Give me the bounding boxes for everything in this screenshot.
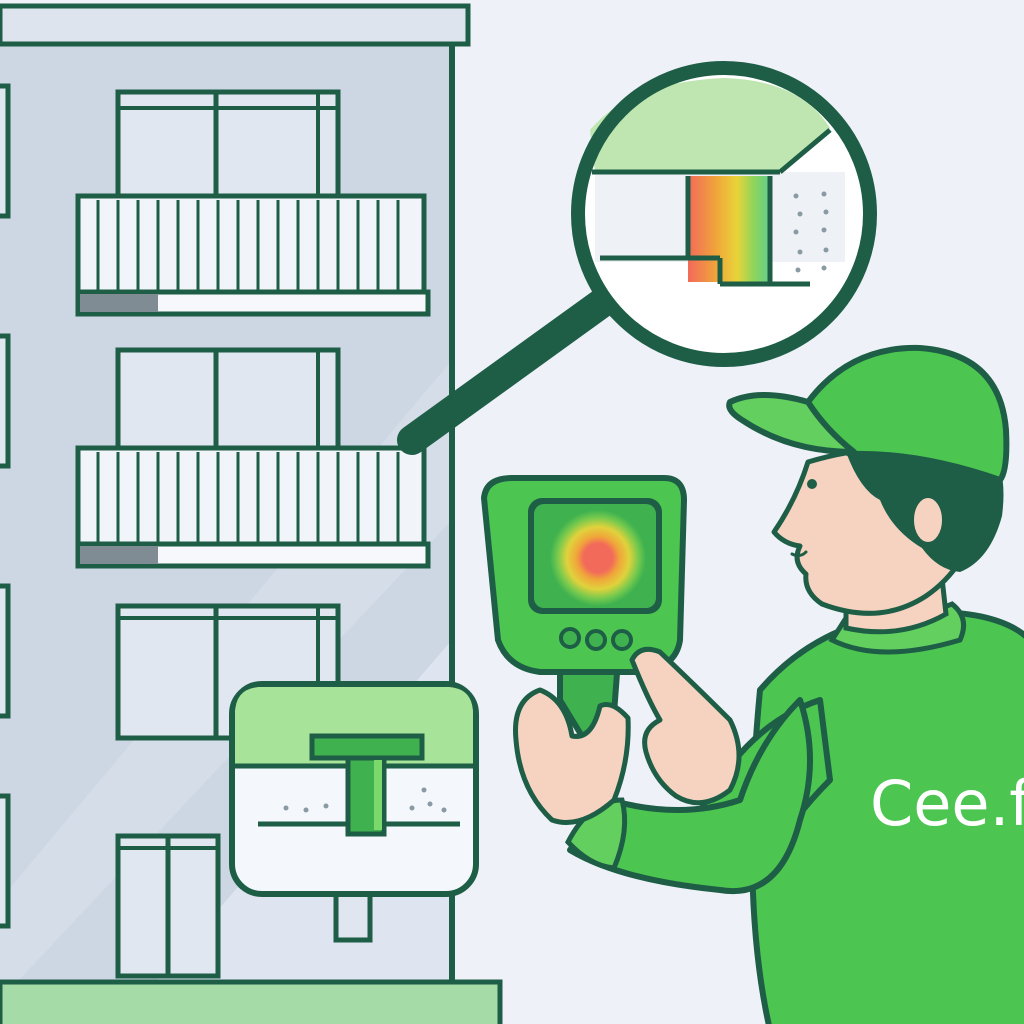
camera-button-1[interactable] <box>559 627 581 649</box>
camera-button-2[interactable] <box>585 629 607 651</box>
camera-button-3[interactable] <box>611 629 633 651</box>
window <box>115 833 221 979</box>
magnifier-icon <box>397 61 877 455</box>
building-icon <box>0 3 503 1024</box>
brand-logo-text: Cee.fr <box>870 767 1024 840</box>
balcony <box>75 193 431 317</box>
window <box>115 89 341 205</box>
balcony <box>75 445 431 569</box>
window <box>115 347 341 453</box>
technician-icon: Cee.fr <box>564 344 1024 1024</box>
hand-left <box>513 687 631 825</box>
hand-right <box>629 646 742 806</box>
cap-icon <box>726 344 1010 483</box>
thermal-bridge-detail-icon <box>229 681 479 943</box>
